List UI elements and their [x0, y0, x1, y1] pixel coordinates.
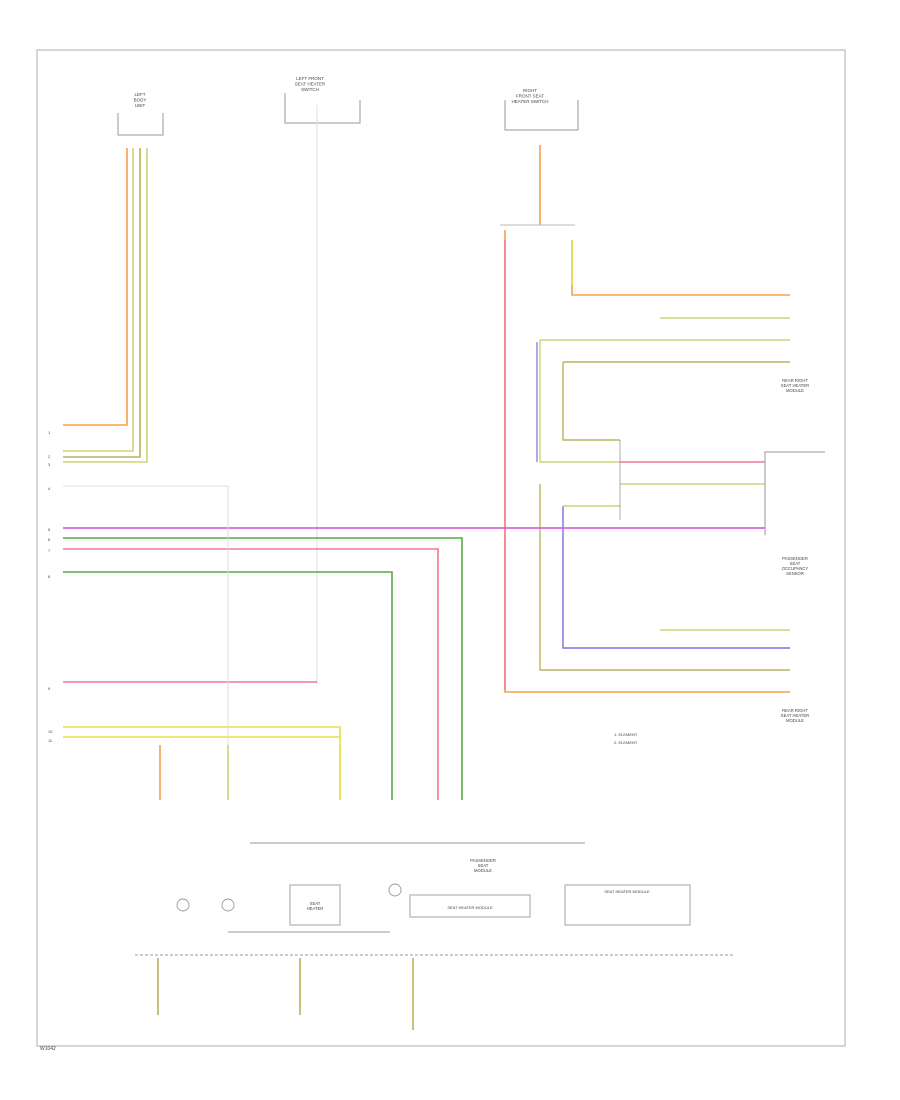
- wire-pink-right-long: [504, 230, 790, 693]
- svg-text:6: 6: [48, 537, 51, 542]
- middle-junction: [539, 440, 790, 671]
- box-right-label: SEAT HEATER MODULE: [604, 889, 650, 894]
- wire-khaki-left: [63, 148, 141, 458]
- diagram-frame: [36, 49, 846, 1047]
- right-upper-connectors: [539, 317, 790, 463]
- svg-text:2: ELEMENT: 2: ELEMENT: [614, 740, 638, 745]
- diagram-code: W1042: [40, 1046, 56, 1052]
- wire-orange-right: [571, 240, 790, 296]
- wire-yellowgreen-left: [63, 148, 134, 452]
- svg-text:8: 8: [48, 574, 51, 579]
- svg-text:5: 5: [48, 527, 51, 532]
- lower-vertical-stubs: [159, 745, 341, 800]
- legend: 1: ELEMENT 2: ELEMENT: [614, 732, 638, 745]
- svg-text:10: 10: [48, 729, 53, 734]
- svg-text:4: 4: [48, 486, 51, 491]
- seat-module-bracket: [764, 451, 825, 535]
- svg-text:1: ELEMENT: 1: ELEMENT: [614, 732, 638, 737]
- svg-text:1: 1: [48, 430, 51, 435]
- svg-text:11: 11: [48, 738, 53, 743]
- wire-orange-left: [63, 148, 128, 426]
- svg-text:7: 7: [48, 548, 51, 553]
- horizontal-wires: [63, 485, 765, 800]
- box-left-label: SEAT HEATER MODULE: [447, 905, 493, 910]
- svg-text:9: 9: [48, 686, 51, 691]
- ground-wires: [157, 958, 414, 1030]
- left-vertical-wires: [63, 148, 148, 463]
- wire-yellowgreen2-left: [63, 148, 148, 463]
- lower-components: [176, 883, 691, 933]
- svg-text:3: 3: [48, 462, 51, 467]
- left-pin-numbers: 1 2 3 4 5 6 7 8 9 10 11: [48, 430, 53, 743]
- svg-text:2: 2: [48, 454, 51, 459]
